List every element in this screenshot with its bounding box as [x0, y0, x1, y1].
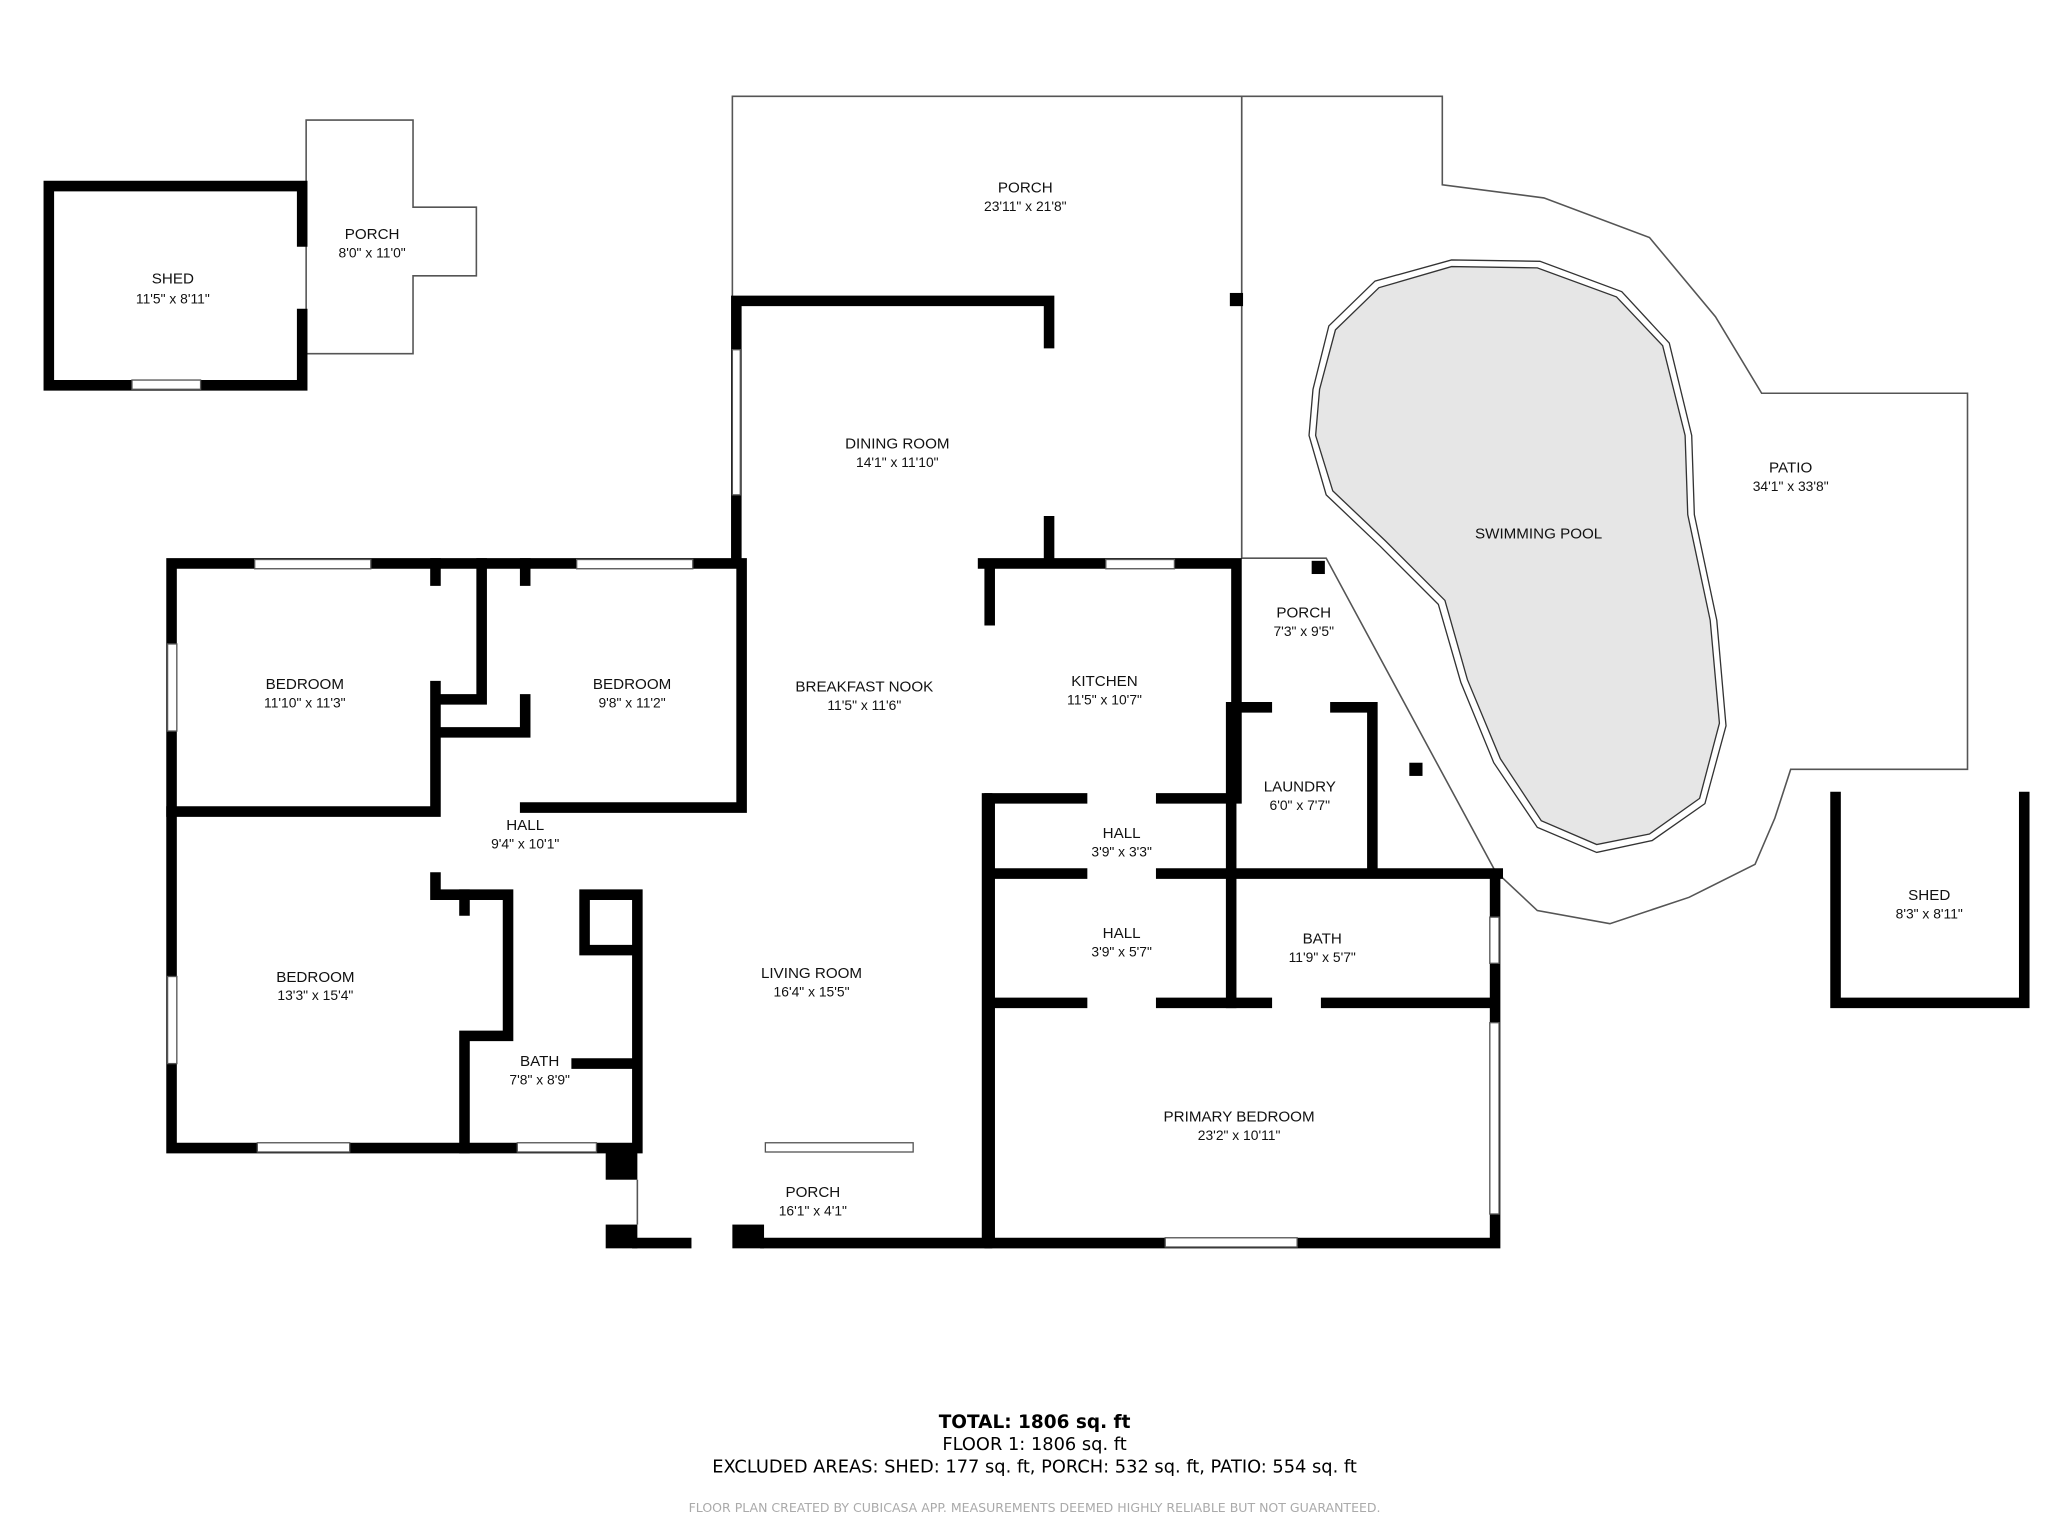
room-dims: 3'9" x 5'7"	[1091, 944, 1152, 960]
wall	[166, 558, 531, 1154]
window	[731, 349, 741, 496]
window	[1105, 558, 1176, 570]
room-dims: 11'5" x 10'7"	[1067, 692, 1142, 708]
room-name: HALL	[506, 817, 544, 834]
wall	[731, 295, 1055, 564]
room-name: BREAKFAST NOOK	[795, 678, 933, 695]
room-name: BEDROOM	[266, 676, 344, 693]
excluded-areas: EXCLUDED AREAS: SHED: 177 sq. ft, PORCH:…	[712, 1457, 1357, 1478]
window	[254, 558, 372, 570]
room-name: PATIO	[1769, 459, 1812, 476]
room-dims: 16'4" x 15'5"	[774, 983, 850, 999]
room-dims: 16'1" x 4'1"	[779, 1202, 847, 1218]
window	[1164, 1237, 1298, 1248]
wall	[43, 180, 308, 391]
total-area: TOTAL: 1806 sq. ft	[939, 1412, 1131, 1433]
post	[605, 1148, 638, 1180]
room-name: BATH	[520, 1053, 559, 1070]
room-name: DINING ROOM	[845, 436, 949, 453]
room-name: SHED	[1908, 887, 1950, 904]
room-name: PORCH	[998, 180, 1053, 197]
room-name: KITCHEN	[1071, 673, 1138, 690]
room-dims: 7'8" x 8'9"	[509, 1072, 570, 1088]
area-summary: TOTAL: 1806 sq. ft FLOOR 1: 1806 sq. ft …	[689, 1412, 1381, 1515]
room-name: BEDROOM	[276, 969, 354, 986]
disclaimer: FLOOR PLAN CREATED BY CUBICASA APP. MEAS…	[689, 1500, 1381, 1515]
wall	[1830, 791, 2030, 1009]
outdoor-outlines	[305, 95, 1969, 925]
window	[256, 1142, 351, 1153]
room-dims: 9'8" x 11'2"	[598, 694, 665, 710]
room-name: PRIMARY BEDROOM	[1164, 1109, 1315, 1126]
room-name: BATH	[1303, 931, 1342, 948]
walls	[43, 180, 2030, 1249]
window	[166, 643, 178, 732]
shed-porch-outline	[305, 119, 478, 355]
room-dims: 11'5" x 11'6"	[827, 697, 901, 713]
wall	[984, 793, 1504, 1249]
window	[764, 1142, 914, 1153]
room-name: SHED	[152, 271, 194, 288]
room-dims: 13'3" x 15'4"	[277, 987, 353, 1003]
room-dims: 3'9" x 3'3"	[1091, 843, 1152, 859]
post	[732, 1224, 765, 1249]
room-dims: 6'0" x 7'7"	[1270, 797, 1331, 813]
swimming-pool-coping	[1308, 259, 1727, 854]
window	[1489, 916, 1500, 964]
room-dims: 23'2" x 10'11"	[1198, 1127, 1281, 1143]
big-porch-outline	[731, 95, 1243, 559]
room-name: BEDROOM	[593, 676, 671, 693]
room-name: PORCH	[785, 1184, 840, 1201]
room-labels: SHED 11'5" x 8'11" PORCH 8'0" x 11'0" PO…	[136, 180, 1963, 1219]
room-name: PORCH	[345, 226, 400, 243]
room-dims: 23'11" x 21'8"	[984, 198, 1067, 214]
room-dims: 8'0" x 11'0"	[339, 244, 406, 260]
swimming-pool	[1314, 265, 1721, 846]
floor-area: FLOOR 1: 1806 sq. ft	[942, 1434, 1126, 1455]
post	[1409, 762, 1423, 776]
window	[1489, 1022, 1500, 1215]
wall	[459, 889, 643, 1154]
room-name: PORCH	[1276, 605, 1331, 622]
room-dims: 11'9" x 5'7"	[1289, 949, 1356, 965]
room-dims: 8'3" x 8'11"	[1896, 905, 1963, 921]
window	[516, 1142, 598, 1153]
window	[131, 379, 202, 390]
window	[166, 975, 178, 1065]
room-dims: 11'5" x 8'11"	[136, 291, 210, 307]
wall	[632, 793, 993, 1249]
room-dims: 9'4" x 10'1"	[491, 835, 559, 851]
room-name: LAUNDRY	[1264, 779, 1336, 796]
room-name: LIVING ROOM	[761, 965, 862, 982]
room-dims: 11'10" x 11'3"	[264, 694, 346, 710]
room-dims: 7'3" x 9'5"	[1273, 623, 1334, 639]
room-name: HALL	[1103, 925, 1141, 942]
post	[605, 1224, 638, 1249]
post	[1229, 292, 1244, 307]
room-dims: 14'1" x 11'10"	[856, 454, 939, 470]
wall	[1225, 702, 1378, 1009]
room-dims: 34'1" x 33'8"	[1753, 478, 1829, 494]
wall	[166, 558, 1242, 1154]
window	[576, 558, 694, 570]
room-name: SWIMMING POOL	[1475, 525, 1602, 542]
post	[1311, 560, 1325, 575]
room-name: HALL	[1103, 825, 1141, 842]
